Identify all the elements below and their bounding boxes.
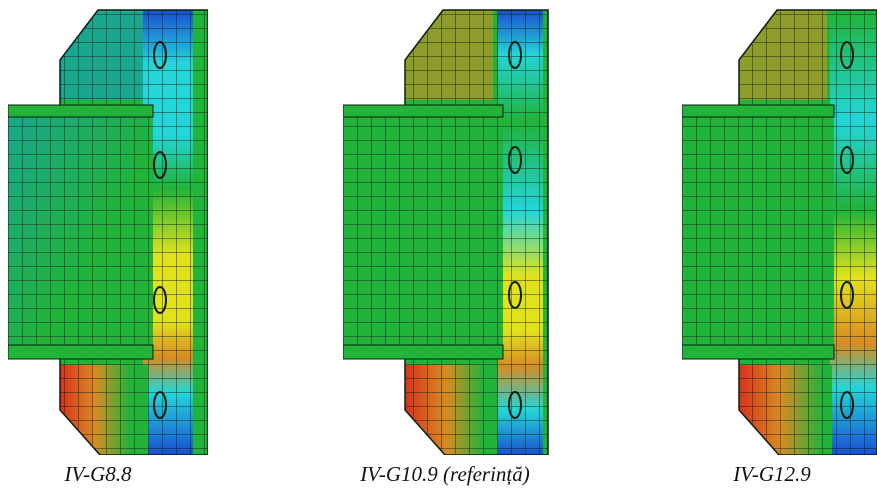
caption-g129: IV-G12.9 <box>733 462 811 486</box>
fea-contour-g109 <box>343 9 549 455</box>
fea-contour-g129 <box>682 9 877 455</box>
caption-g109: IV-G10.9 (referință) <box>360 462 530 486</box>
caption-g88: IV-G8.8 <box>64 462 132 486</box>
fea-panel-g88 <box>8 0 208 455</box>
fea-contour-g88 <box>8 9 208 455</box>
fea-panel-g109 <box>343 0 553 455</box>
fea-panel-g129 <box>682 0 877 455</box>
